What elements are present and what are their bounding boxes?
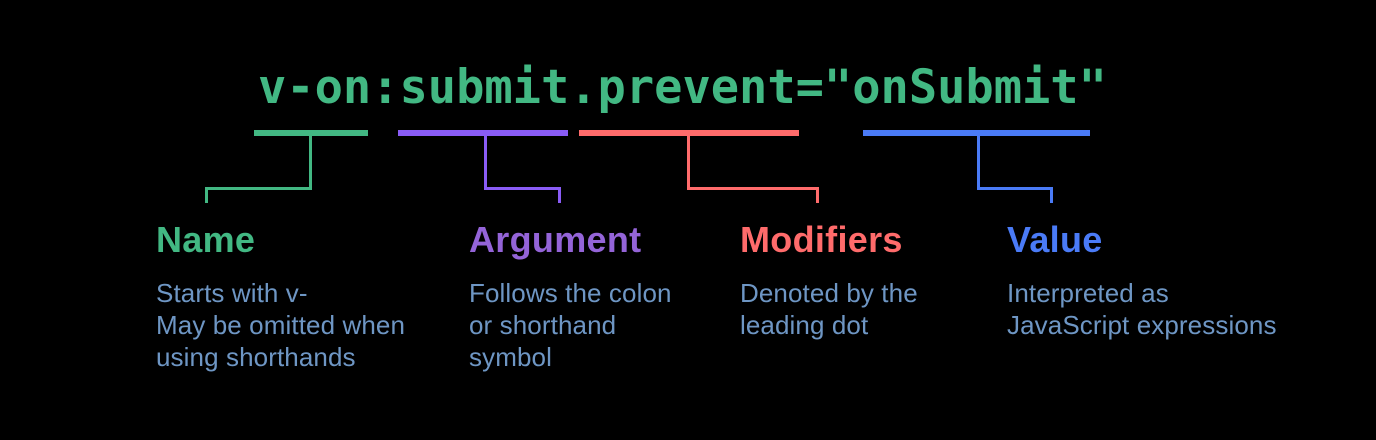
modifiers-label: Modifiers xyxy=(740,219,903,260)
value-label: Value xyxy=(1007,219,1103,260)
modifiers-underline-bar xyxy=(579,130,799,136)
description-line: using shorthands xyxy=(156,342,356,372)
argument-description: Follows the colon or shorthand symbol xyxy=(469,277,672,373)
description-line: Denoted by the xyxy=(740,278,918,308)
description-line: or shorthand xyxy=(469,310,617,340)
description-line: leading dot xyxy=(740,310,869,340)
value-underline-bar xyxy=(863,130,1090,136)
description-line: Starts with v- xyxy=(156,278,308,308)
directive-code-text: v-on:submit.prevent="onSubmit" xyxy=(258,60,1107,115)
name-underline-bar xyxy=(254,130,368,136)
value-connector-line xyxy=(977,136,1053,203)
modifiers-description: Denoted by the leading dot xyxy=(740,277,918,341)
description-line: JavaScript expressions xyxy=(1007,310,1277,340)
argument-connector-line xyxy=(484,136,561,203)
name-description: Starts with v- May be omitted when using… xyxy=(156,277,405,373)
description-line: May be omitted when xyxy=(156,310,406,340)
description-line: Follows the colon xyxy=(469,278,672,308)
modifiers-connector-line xyxy=(687,136,819,203)
argument-underline-bar xyxy=(398,130,568,136)
name-connector-line xyxy=(205,136,312,203)
value-description: Interpreted as JavaScript expressions xyxy=(1007,277,1277,341)
description-line: symbol xyxy=(469,342,552,372)
argument-label: Argument xyxy=(469,219,642,260)
description-line: Interpreted as xyxy=(1007,278,1169,308)
name-label: Name xyxy=(156,219,256,260)
